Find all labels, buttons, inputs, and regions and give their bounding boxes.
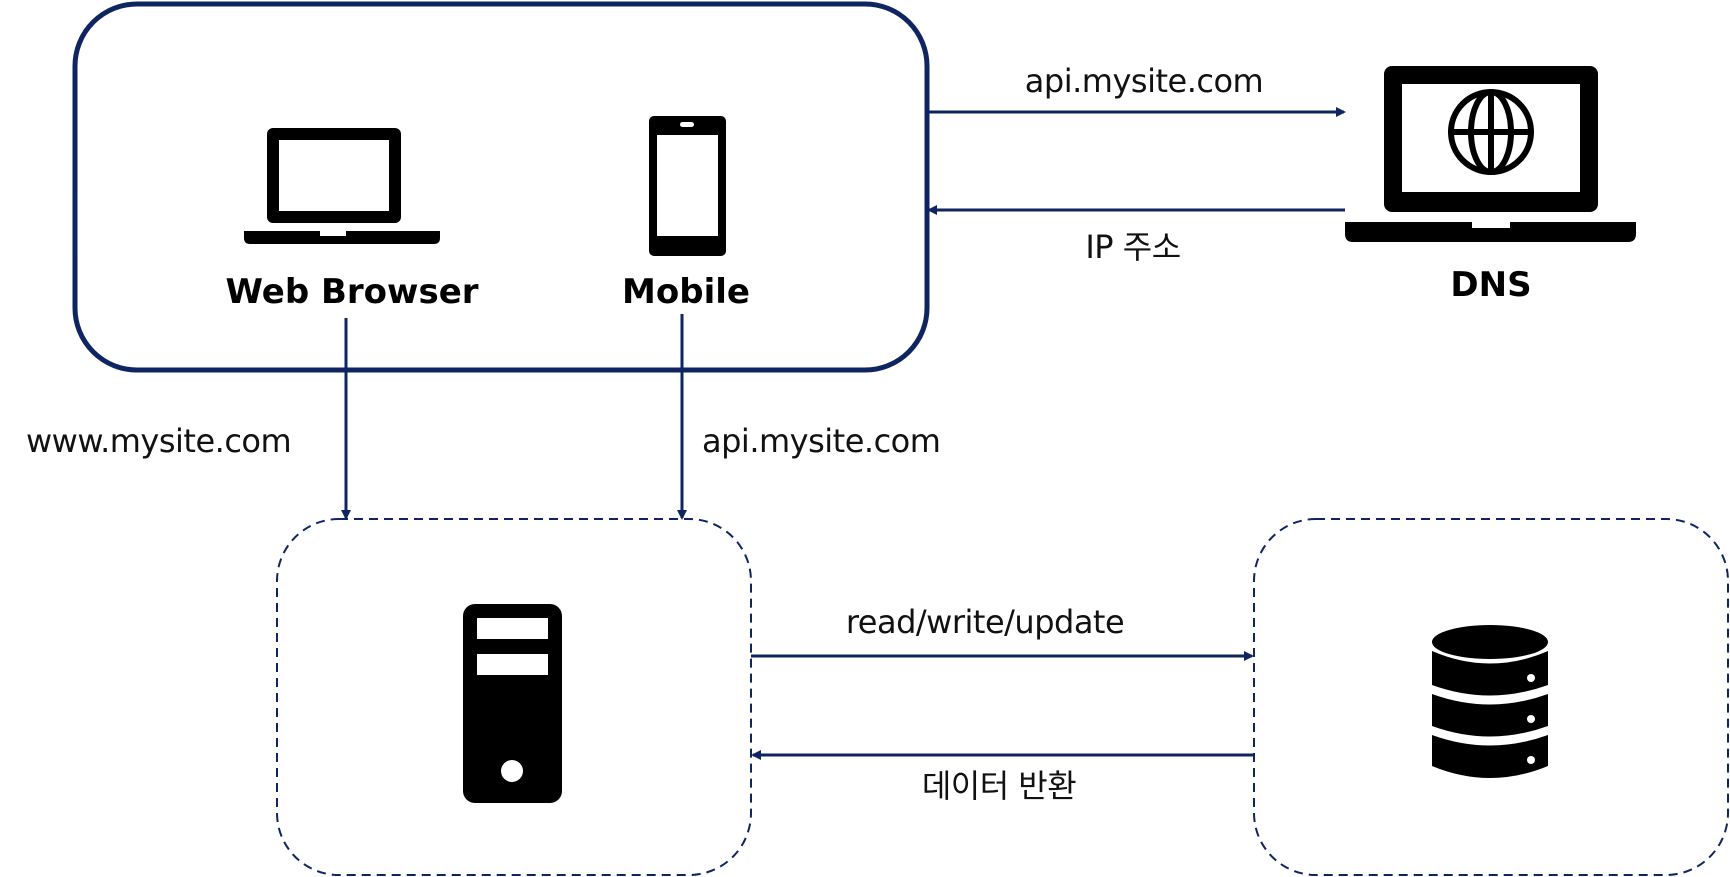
mobile-label: Mobile <box>622 272 750 312</box>
edge-label-server-to-db: read/write/update <box>845 603 1125 641</box>
server-tower-icon <box>463 604 562 803</box>
smartphone-icon <box>649 116 726 256</box>
laptop-icon <box>244 128 440 244</box>
edge-label-mobile-to-server: api.mysite.com <box>702 422 941 460</box>
edge-label-dns-to-client: IP 주소 <box>1085 228 1181 266</box>
client-group-box[interactable] <box>72 1 930 373</box>
edge-label-client-to-dns: api.mysite.com <box>1024 62 1264 100</box>
web-browser-label: Web Browser <box>225 272 479 312</box>
database-box[interactable] <box>1253 518 1729 876</box>
web-server-box[interactable] <box>276 518 752 876</box>
dns-label: DNS <box>1450 265 1532 305</box>
edge-label-db-to-server: 데이터 반환 <box>921 767 1077 805</box>
edge-label-browser-to-server: www.mysite.com <box>26 422 292 460</box>
database-icon <box>1432 625 1548 778</box>
laptop-globe-icon <box>1345 66 1636 242</box>
